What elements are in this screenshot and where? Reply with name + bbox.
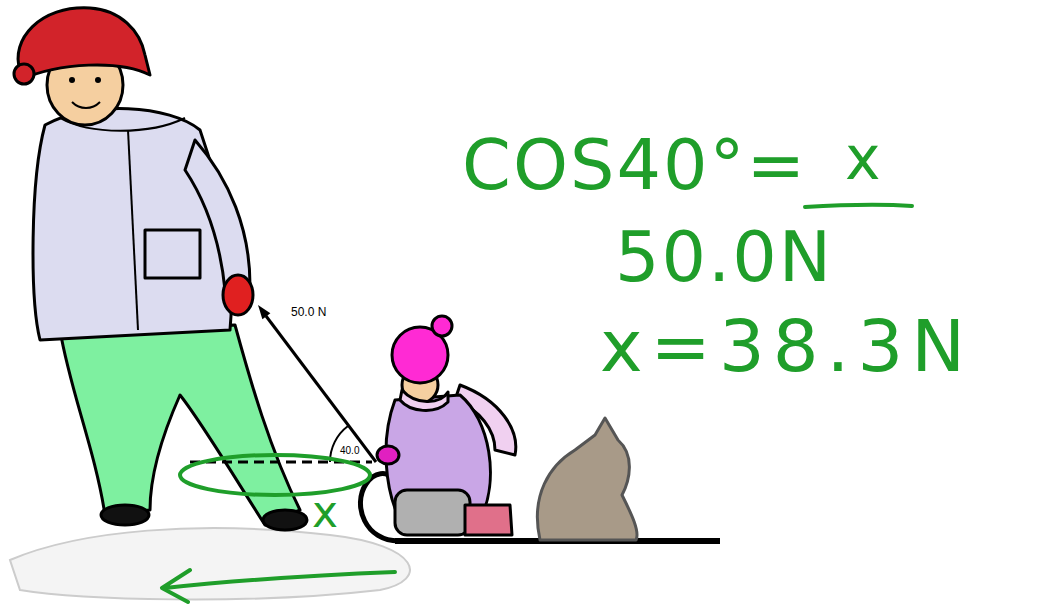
force-vector [258, 305, 376, 462]
annotation-circle [180, 455, 370, 495]
component-label: x [312, 490, 338, 534]
equation-numerator: x [845, 128, 881, 188]
direction-arrow [162, 570, 395, 602]
result-text: x=38.3N [600, 310, 973, 382]
force-magnitude: 50.0 N [290, 306, 327, 318]
angle-label: 40.0 [339, 446, 360, 456]
fraction-bar [805, 205, 912, 207]
adult-figure [14, 8, 307, 530]
equation-text: COS40°= [462, 130, 807, 200]
snow-ground [10, 528, 410, 599]
equation-denominator: 50.0N [615, 222, 833, 292]
angle-arc [330, 426, 348, 462]
child-figure [377, 316, 516, 535]
dog-figure [537, 418, 637, 540]
